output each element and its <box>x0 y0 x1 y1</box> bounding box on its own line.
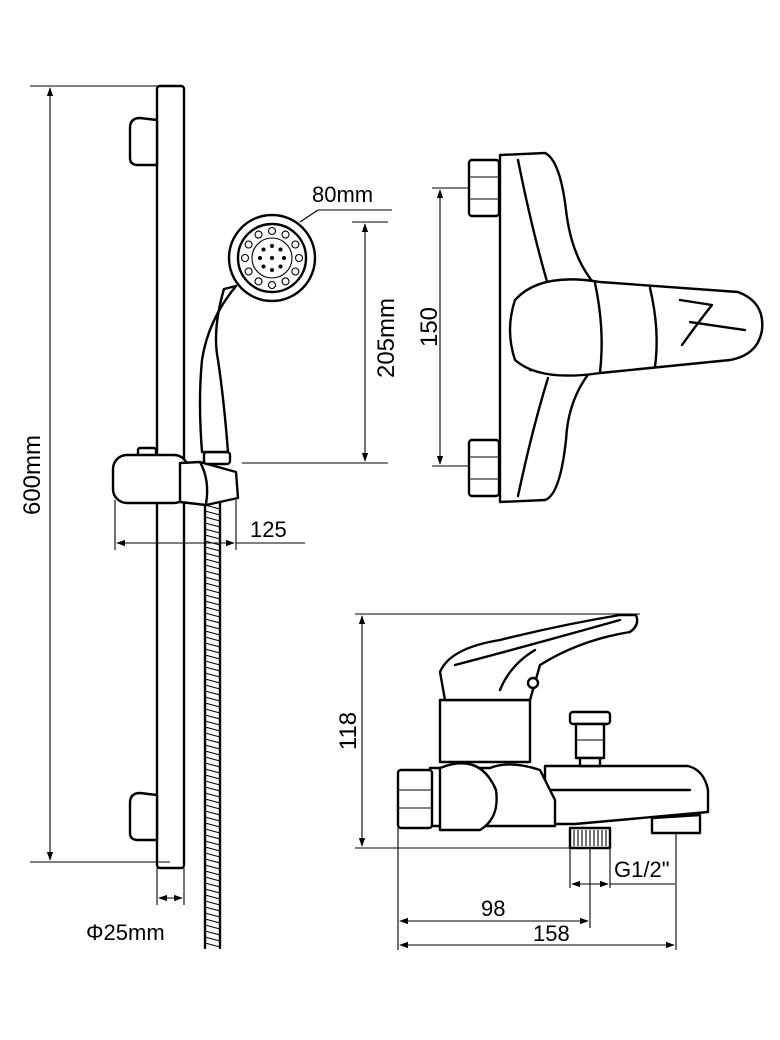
hand-shower <box>198 213 317 454</box>
mixer-front-view: 118 G1/2" 98 158 <box>335 613 710 950</box>
top-wall-bracket <box>128 116 159 167</box>
mixer-height-label: 118 <box>335 712 362 750</box>
spout <box>543 764 710 826</box>
lever-handle <box>438 613 639 702</box>
shower-holder <box>111 446 240 507</box>
inlet-spacing-label: 150 <box>416 307 443 347</box>
diverter-stem <box>574 722 606 760</box>
mixer-top-view: 150 <box>416 151 764 504</box>
outlet-thread-label: G1/2" <box>614 857 670 882</box>
body-length-label: 158 <box>533 921 570 946</box>
cartridge-housing <box>438 698 532 764</box>
holder-width-label: 125 <box>250 517 287 542</box>
outlet-offset-label: 98 <box>481 896 505 921</box>
bottom-inlet-nut <box>467 438 501 498</box>
rail-height-label: 600mm <box>19 435 46 515</box>
head-diameter-label: 80mm <box>312 182 373 207</box>
diverter-knob <box>568 710 612 726</box>
top-inlet-nut <box>467 158 501 218</box>
shower-rail-assembly: 600mm 125 Φ25mm 80mm 205mm <box>19 84 400 950</box>
shower-head-nozzles <box>240 226 304 290</box>
rail-diameter-label: Φ25mm <box>86 920 165 945</box>
shower-hose <box>203 498 222 950</box>
side-inlet-nut <box>396 768 434 830</box>
bottom-wall-bracket <box>128 791 159 842</box>
hand-shower-length-label: 205mm <box>373 298 400 378</box>
